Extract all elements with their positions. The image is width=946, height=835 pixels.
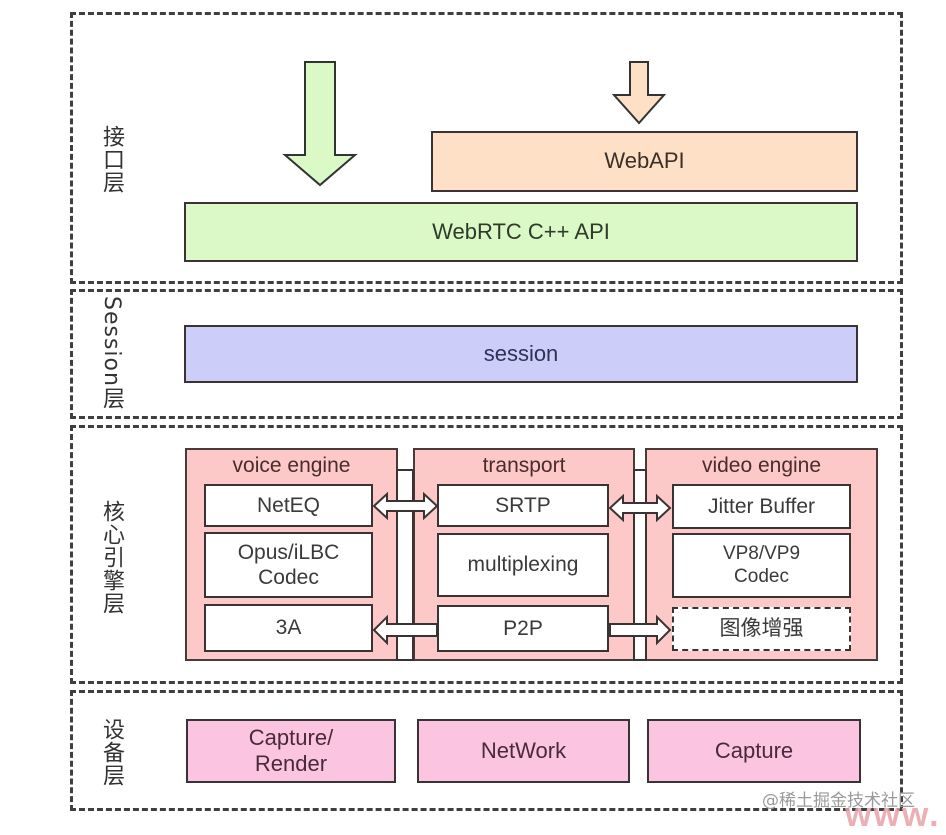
jitter-buffer-label: Jitter Buffer [708, 494, 815, 518]
p2p-label: P2P [503, 616, 543, 640]
core-engine-layer [70, 425, 903, 684]
jitter-buffer-block: Jitter Buffer [672, 484, 851, 529]
srtp-block: SRTP [437, 484, 609, 527]
srtp-label: SRTP [495, 493, 551, 517]
interface-layer [70, 12, 903, 284]
opus-ilbc-codec-block: Opus/iLBC Codec [204, 532, 373, 598]
webapi-label: WebAPI [604, 148, 685, 174]
vp8-vp9-codec-label: VP8/VP9 Codec [722, 542, 801, 587]
webrtc-cpp-api-box: WebRTC C++ API [184, 202, 858, 262]
session-box: session [184, 325, 858, 383]
vp8-vp9-codec-block: VP8/VP9 Codec [672, 533, 851, 598]
image-enhancement-block: 图像增强 [672, 607, 851, 651]
webrtc-cpp-api-label: WebRTC C++ API [432, 218, 610, 244]
voice-transport-bus [396, 469, 414, 661]
voice-engine-title: voice engine [232, 454, 351, 477]
video-engine-title: video engine [701, 454, 822, 477]
neteq-srtp-double-arrow-icon [372, 491, 439, 521]
watermark-text: @稀土掘金技术社区 [762, 791, 915, 811]
p2p-to-image-enhancement-arrow-icon [609, 614, 672, 646]
p2p-to-3a-arrow-icon [372, 614, 438, 646]
device-layer [70, 690, 903, 811]
core-engine-layer-label: 核心引擎层 [99, 500, 124, 615]
transport-title: transport [482, 454, 566, 477]
capture-box: Capture [647, 719, 861, 783]
capture-render-box: Capture/ Render [186, 719, 396, 783]
session-layer [70, 289, 903, 419]
image-enhancement-label: 图像增强 [719, 616, 804, 641]
transport-video-bus [633, 469, 647, 661]
device-layer-label: 设备层 [99, 718, 124, 787]
session-layer-label: Session层 [99, 296, 124, 410]
srtp-jitter-double-arrow-icon [608, 493, 672, 523]
3a-block: 3A [204, 604, 373, 652]
capture-label: Capture [714, 737, 794, 763]
multiplexing-block: multiplexing [437, 533, 609, 597]
green-down-arrow-icon [282, 61, 358, 187]
network-label: NetWork [480, 737, 567, 763]
network-box: NetWork [417, 719, 630, 783]
neteq-label: NetEQ [256, 493, 321, 517]
webapi-box: WebAPI [431, 131, 858, 192]
session-label: session [483, 340, 559, 366]
p2p-block: P2P [437, 605, 609, 652]
3a-label: 3A [275, 616, 302, 640]
interface-layer-label: 接口层 [99, 125, 124, 194]
multiplexing-label: multiplexing [467, 553, 579, 577]
neteq-block: NetEQ [204, 484, 373, 527]
opus-ilbc-codec-label: Opus/iLBC Codec [237, 540, 340, 589]
orange-down-arrow-icon [611, 61, 667, 125]
capture-render-label: Capture/ Render [248, 724, 334, 776]
